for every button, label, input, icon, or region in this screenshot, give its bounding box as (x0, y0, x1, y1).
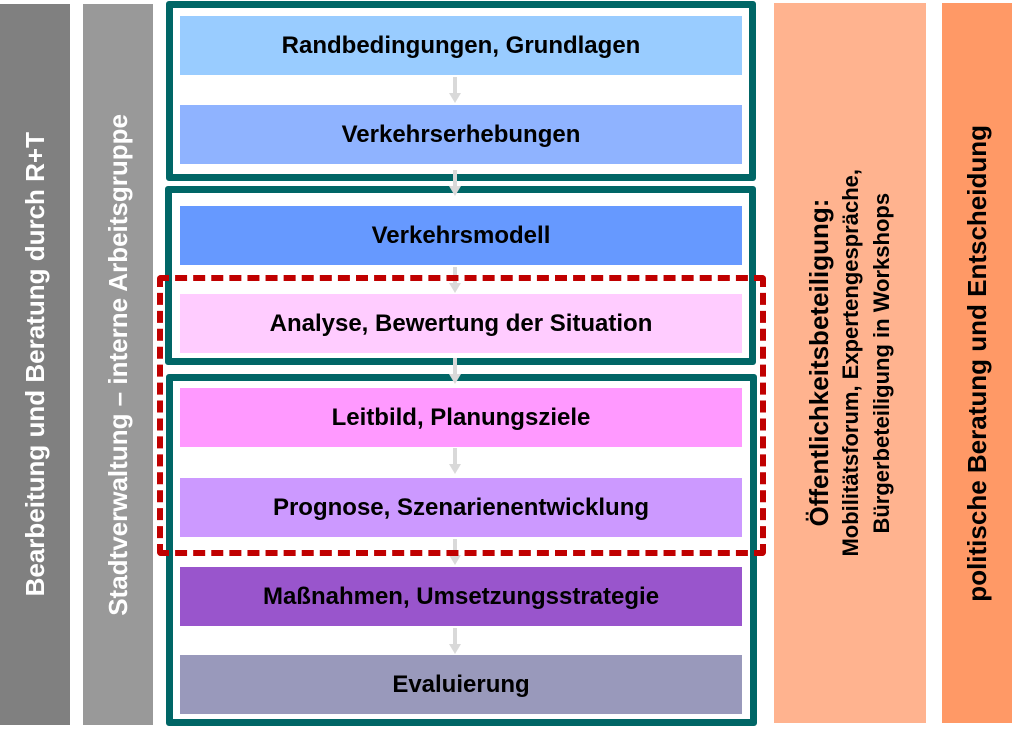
arrow-down-icon (449, 77, 461, 103)
step-verkehrserhebungen: Verkehrserhebungen (180, 105, 742, 164)
arrow-down-icon (449, 358, 461, 384)
public-participation-title: Öffentlichkeitsbeteiligung: (803, 199, 834, 527)
city-admin-column: Stadtverwaltung – interne Arbeitsgruppe (83, 4, 153, 725)
arrow-down-icon (449, 267, 461, 293)
arrow-down-icon (449, 448, 461, 474)
public-participation-column: Öffentlichkeitsbeteiligung: Mobilitätsfo… (774, 3, 926, 723)
step-evaluierung: Evaluierung (180, 655, 742, 714)
arrow-down-icon (449, 539, 461, 565)
step-label: Leitbild, Planungsziele (331, 403, 591, 431)
step-label: Verkehrserhebungen (341, 120, 581, 148)
step-randbedingungen: Randbedingungen, Grundlagen (180, 16, 742, 75)
arrow-down-icon (449, 628, 461, 654)
political-decision-column: politische Beratung und Entscheidung (942, 3, 1012, 723)
rt-column: Bearbeitung und Beratung durch R+T (0, 4, 70, 725)
public-participation-line2: Mobilitätsforum, Expertengespräche, (837, 169, 863, 557)
step-label: Verkehrsmodell (371, 221, 551, 249)
public-participation-text: Öffentlichkeitsbeteiligung: Mobilitätsfo… (804, 169, 897, 557)
arrow-down-icon (449, 170, 461, 196)
rt-column-label: Bearbeitung und Beratung durch R+T (19, 132, 50, 597)
step-label: Evaluierung (392, 670, 530, 698)
step-prognose: Prognose, Szenarienentwicklung (180, 478, 742, 537)
step-leitbild: Leitbild, Planungsziele (180, 388, 742, 447)
step-label: Randbedingungen, Grundlagen (281, 31, 641, 59)
step-label: Maßnahmen, Umsetzungsstrategie (262, 582, 660, 610)
step-verkehrsmodell: Verkehrsmodell (180, 206, 742, 265)
step-label: Prognose, Szenarienentwicklung (272, 493, 650, 521)
group-basics (166, 1, 756, 181)
city-admin-column-label: Stadtverwaltung – interne Arbeitsgruppe (102, 113, 133, 616)
step-massnahmen: Maßnahmen, Umsetzungsstrategie (180, 567, 742, 626)
step-analyse: Analyse, Bewertung der Situation (180, 294, 742, 353)
step-label: Analyse, Bewertung der Situation (269, 309, 653, 337)
public-participation-line3: Bürgerbeteiligung in Workshops (868, 192, 894, 534)
political-decision-label: politische Beratung und Entscheidung (961, 124, 992, 602)
